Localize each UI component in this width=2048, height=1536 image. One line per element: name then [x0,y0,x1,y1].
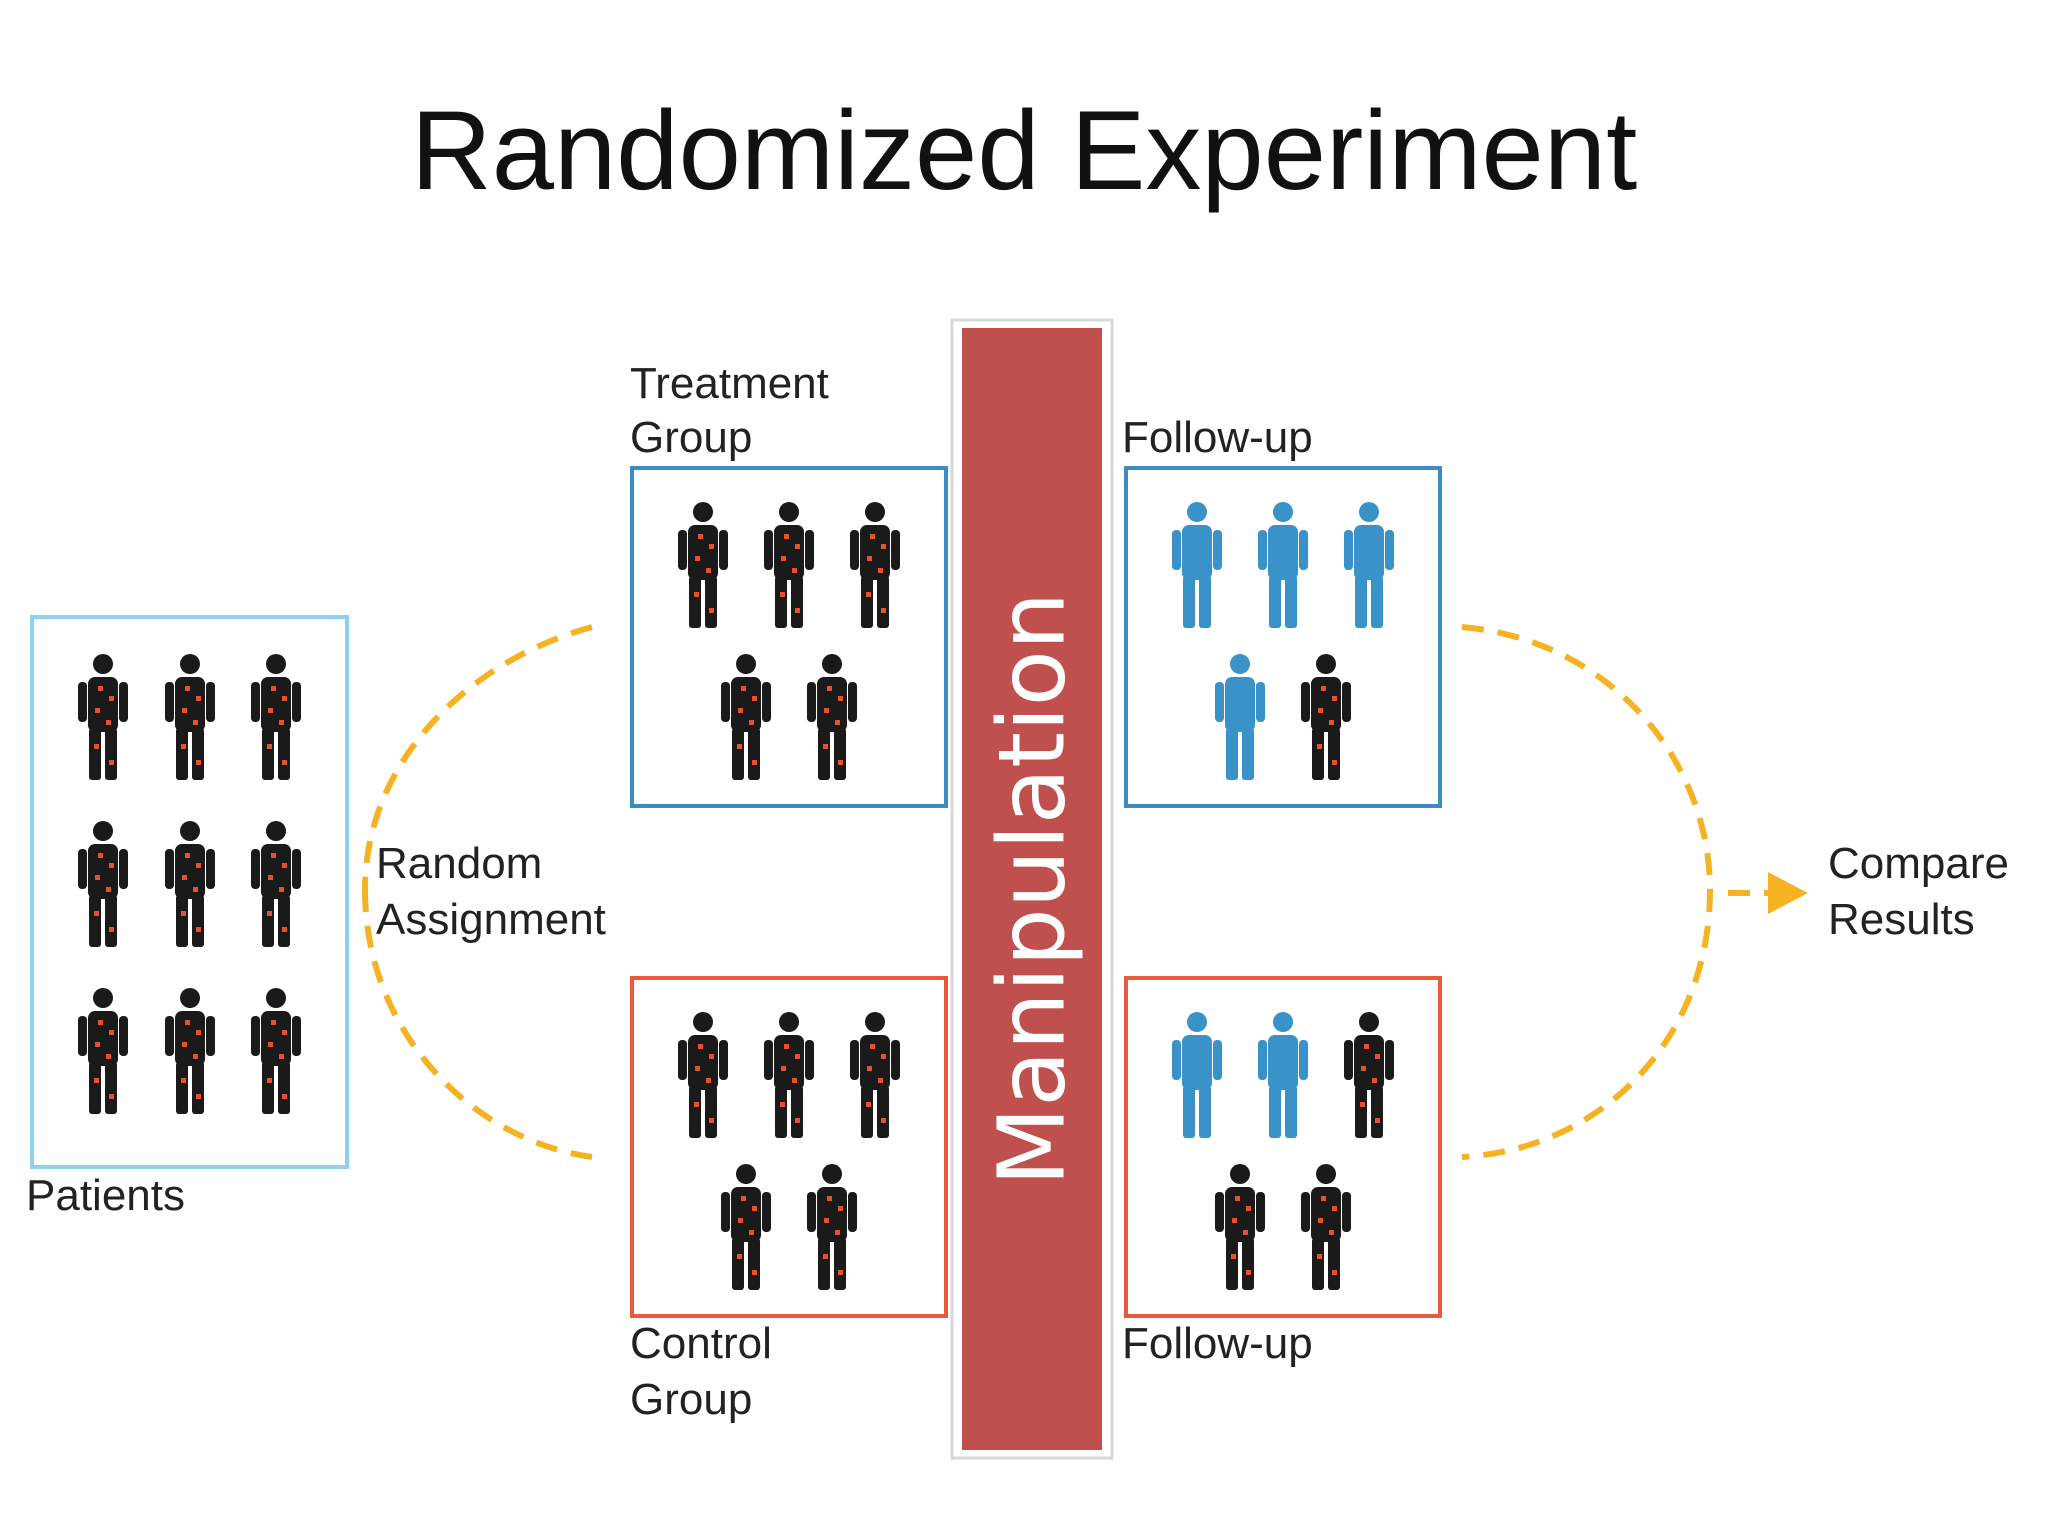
follow-up-top-label: Follow-up [1122,413,1313,462]
patient-sick-person-icon [251,654,301,780]
treatment-sick-person-icon [721,654,771,780]
patients-figures [78,654,301,1114]
control-group-label-line2: Group [630,1375,752,1424]
control-followup-sick-person-icon [1301,1164,1351,1290]
control-followup-healthy-person-icon [1258,1012,1308,1138]
treatment-group-box [630,466,948,808]
patients-label: Patients [26,1171,185,1220]
patient-sick-person-icon [78,988,128,1114]
control-group-label-line1: Control [630,1319,772,1368]
random-assignment-label-line1: Random [376,839,542,888]
treatment-followup-healthy-person-icon [1215,654,1265,780]
compare-results-label-line1: Compare [1828,839,2009,888]
treatment-followup-healthy-person-icon [1258,502,1308,628]
control-sick-person-icon [850,1012,900,1138]
control-followup-figures [1172,1012,1394,1290]
patient-sick-person-icon [251,988,301,1114]
treatment-followup-healthy-person-icon [1172,502,1222,628]
control-followup-sick-person-icon [1215,1164,1265,1290]
manipulation-label: Manipulation [979,592,1086,1187]
patient-sick-person-icon [78,821,128,947]
control-followup-box [1124,976,1442,1318]
patient-sick-person-icon [165,821,215,947]
arc-from-control [1461,889,1713,1160]
control-group-box [630,976,948,1318]
follow-up-bottom-label: Follow-up [1122,1319,1313,1368]
control-sick-person-icon [764,1012,814,1138]
patient-sick-person-icon [78,654,128,780]
control-sick-person-icon [721,1164,771,1290]
treatment-figures [678,502,900,780]
control-followup-sick-person-icon [1344,1012,1394,1138]
treatment-sick-person-icon [764,502,814,628]
arc-from-treatment [1461,624,1713,891]
connector-arcs [362,624,1768,1160]
control-followup-healthy-person-icon [1172,1012,1222,1138]
patient-sick-person-icon [165,988,215,1114]
treatment-followup-box [1124,466,1442,808]
compare-arrow-head [1768,872,1808,914]
treatment-followup-sick-person-icon [1301,654,1351,780]
patient-sick-person-icon [251,821,301,947]
page-title: Randomized Experiment [410,88,1638,213]
patients-box [30,615,349,1169]
random-assignment-label-line2: Assignment [376,895,606,944]
treatment-followup-healthy-person-icon [1344,502,1394,628]
treatment-group-label-line2: Group [630,413,752,462]
treatment-group-label-line1: Treatment [630,359,829,408]
treatment-followup-figures [1172,502,1394,780]
treatment-sick-person-icon [850,502,900,628]
control-sick-person-icon [678,1012,728,1138]
compare-results-label-line2: Results [1828,895,1975,944]
arc-to-treatment [362,624,593,891]
control-sick-person-icon [807,1164,857,1290]
patient-sick-person-icon [165,654,215,780]
control-figures [678,1012,900,1290]
arc-to-control [362,889,593,1160]
treatment-sick-person-icon [678,502,728,628]
treatment-sick-person-icon [807,654,857,780]
manipulation-bar [962,328,1102,1450]
